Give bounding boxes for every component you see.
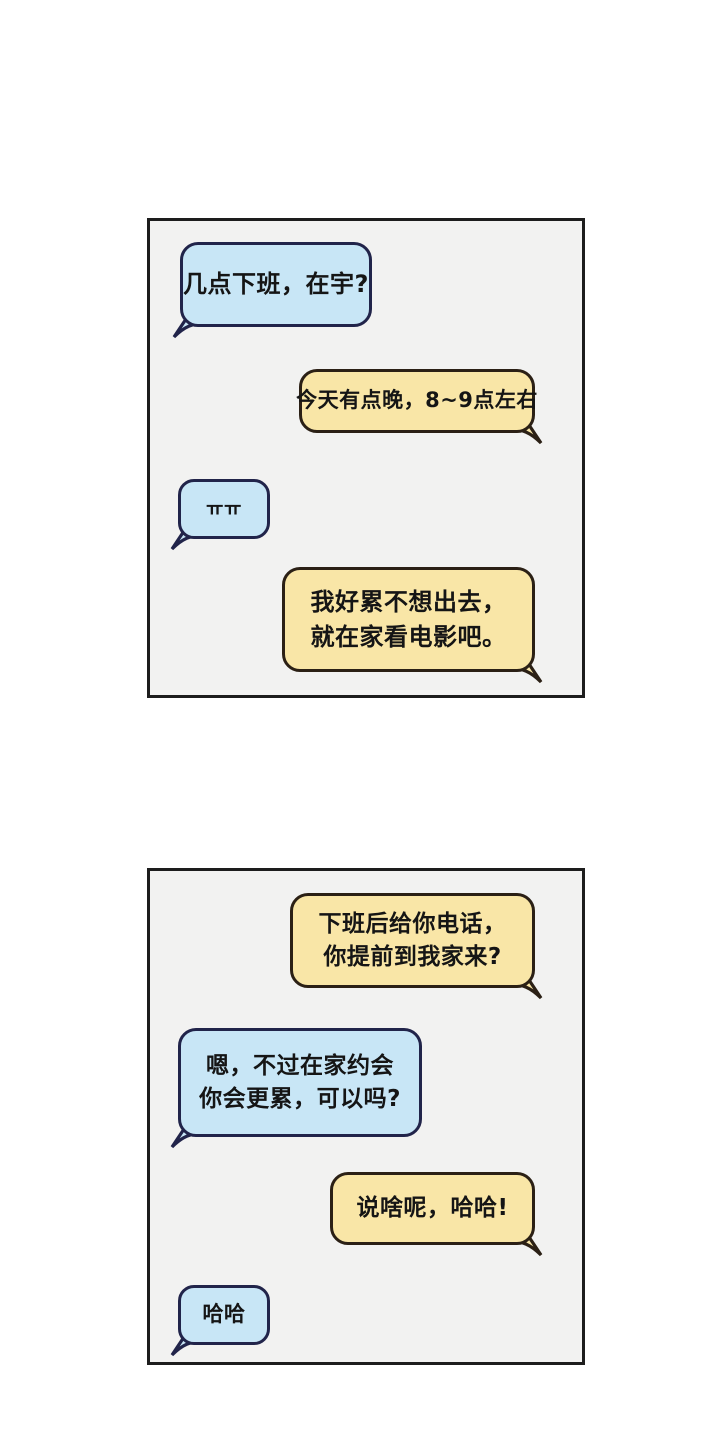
chat-panel-bottom: 下班后给你电话， 你提前到我家来? 嗯，不过在家约会 你会更累，可以吗? 说啥呢…	[147, 868, 585, 1365]
bubble-text: 就在家看电影吧。	[310, 622, 507, 651]
bubble-text: 下班后给你电话，	[318, 910, 507, 937]
bubble-tail	[503, 968, 543, 1000]
bubble-tail	[172, 307, 212, 339]
bubble-text: 说啥呢，哈哈!	[356, 1195, 509, 1222]
bubble-text: 今天有点晚，8~9点左右	[296, 388, 538, 413]
bubble-text: 你会更累，可以吗?	[199, 1085, 401, 1112]
bubble-tail	[503, 652, 543, 684]
bubble-text: 我好累不想出去，	[310, 588, 507, 617]
bubble-text: 你提前到我家来?	[323, 943, 502, 970]
bubble-tail	[170, 1325, 210, 1357]
chat-bubble-left: 几点下班，在宇?	[172, 242, 372, 339]
bubble-text: ㅠㅠ	[206, 497, 242, 520]
bubble-tail	[170, 1117, 210, 1149]
chat-bubble-right: 我好累不想出去， 就在家看电影吧。	[282, 567, 543, 684]
bubble-text: 嗯，不过在家约会	[206, 1052, 394, 1079]
bubble-tail	[503, 413, 543, 445]
chat-bubble-left: ㅠㅠ	[170, 479, 270, 551]
chat-bubble-left: 嗯，不过在家约会 你会更累，可以吗?	[170, 1028, 422, 1149]
chat-bubble-right: 说啥呢，哈哈!	[330, 1172, 543, 1257]
chat-bubble-right: 下班后给你电话， 你提前到我家来?	[290, 893, 543, 1000]
chat-panel-top: 几点下班，在宇? 今天有点晚，8~9点左右 ㅠㅠ 我好累不想出去， 就在家看电影…	[147, 218, 585, 698]
bubble-text: 几点下班，在宇?	[183, 270, 369, 299]
chat-bubble-left: 哈哈	[170, 1285, 270, 1357]
bubble-text: 哈哈	[202, 1302, 246, 1327]
bubble-tail	[170, 519, 210, 551]
chat-bubble-right: 今天有点晚，8~9点左右	[296, 369, 543, 445]
bubble-tail	[503, 1225, 543, 1257]
